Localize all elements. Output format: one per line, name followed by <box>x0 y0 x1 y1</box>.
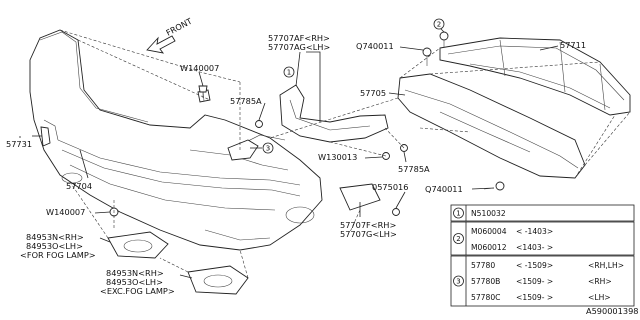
label-w140007-bottom: W140007 <box>46 207 85 217</box>
leader-lines <box>19 27 559 279</box>
label-57704: 57704 <box>66 181 92 191</box>
table-row3-part-a: 57780 <box>471 261 495 270</box>
beam-57711-drawing <box>439 37 631 116</box>
table-row3-part-b: 57780B <box>471 277 500 286</box>
label-84953n-a: 84953N<RH> <box>26 232 84 242</box>
callout-3: 3 <box>262 142 274 154</box>
label-57707ag: 57707AG<LH> <box>268 42 330 52</box>
front-label: FRONT <box>164 15 194 37</box>
callout-2: 2 <box>433 18 445 30</box>
label-84953o-a: 84953O<LH> <box>26 241 83 251</box>
label-q740011-bottom: Q740011 <box>425 184 463 194</box>
fastener-q740011-bottom <box>483 181 505 191</box>
table-row2-range-b: <1403- > <box>516 243 553 252</box>
table-row3-part-c: 57780C <box>471 293 500 302</box>
label-57731: 57731 <box>6 139 32 149</box>
table-row3-range-a: < -1509> <box>516 261 553 270</box>
callout-3-number: 3 <box>266 145 270 153</box>
label-84953o-b: 84953O<LH> <box>106 277 163 287</box>
label-57711: 57711 <box>560 40 586 50</box>
table-row3-range-c: <1509- > <box>516 293 553 302</box>
bumper-cover-drawing <box>29 29 323 251</box>
callout-1-number: 1 <box>287 69 291 77</box>
label-0575016: 0575016 <box>372 182 408 192</box>
fastener-q740011-top <box>422 47 432 66</box>
fastener-circle2-top <box>439 31 449 47</box>
assembly-lines <box>59 29 631 279</box>
table-row3-note-b: <RH> <box>588 277 612 286</box>
label-57707f: 57707F<RH> <box>340 220 396 230</box>
label-w140007-top: W140007 <box>180 63 219 73</box>
trim-57780-drawing <box>227 139 259 161</box>
label-q740011-top: Q740011 <box>356 41 394 51</box>
callout-1: 1 <box>283 66 295 78</box>
fastener-w140007-top <box>198 85 208 98</box>
table-row1-part: N510032 <box>471 209 506 218</box>
label-fog-note: <FOR FOG LAMP> <box>20 250 96 260</box>
table-row3-note-c: <LH> <box>588 293 611 302</box>
table-row3-range-b: <1509- > <box>516 277 553 286</box>
part-labels: W140007 57707AF<RH> 57707AG<LH> Q740011 … <box>6 33 638 316</box>
bracket-57707af-drawing <box>279 84 389 143</box>
fastener-0575016 <box>392 208 400 216</box>
table-row3-note-a: <RH,LH> <box>588 261 624 270</box>
fog-lamp-cover-drawing <box>107 231 169 259</box>
table-row3-number: 3 <box>456 278 460 286</box>
table-row2-range-a: < -1403> <box>516 227 553 236</box>
reference-table: 1 N510032 2 M060004 < -1403> M060012 <14… <box>450 204 635 307</box>
table-row2-part-b: M060012 <box>471 243 507 252</box>
fastener-57785a-left <box>255 120 263 128</box>
drawing-number: A590001398 <box>586 306 638 316</box>
label-exc-note: <EXC.FOG LAMP> <box>100 286 175 296</box>
label-57707af: 57707AF<RH> <box>268 33 330 43</box>
table-row1-number: 1 <box>456 210 460 218</box>
label-57785a-right: 57785A <box>398 164 430 174</box>
front-direction-arrow: FRONT <box>146 15 195 54</box>
table-row2-number: 2 <box>456 235 460 243</box>
label-57707g: 57707G<LH> <box>340 229 397 239</box>
label-w130013: W130013 <box>318 152 357 162</box>
cap-57731-drawing <box>40 126 51 147</box>
table-row2-part-a: M060004 <box>471 227 507 236</box>
callout-2-number: 2 <box>437 21 441 29</box>
bracket-57707f-drawing <box>339 183 381 211</box>
label-57785a-left: 57785A <box>230 96 262 106</box>
blank-cover-drawing <box>187 265 249 295</box>
label-84953n-b: 84953N<RH> <box>106 268 164 278</box>
label-57705: 57705 <box>360 88 386 98</box>
